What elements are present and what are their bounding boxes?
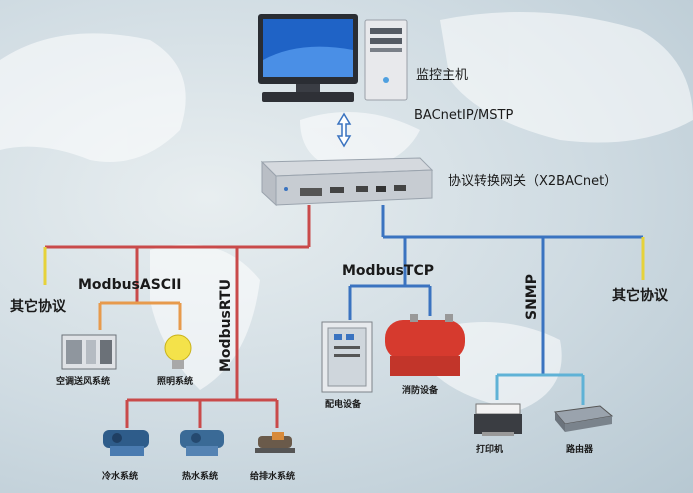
modbus-rtu-label: ModbusRTU xyxy=(218,279,234,372)
power-distribution-label: 配电设备 xyxy=(325,400,362,410)
water-pump-icon xyxy=(255,432,295,453)
lighting-label: 照明系统 xyxy=(157,377,194,387)
other-protocol-left-label: 其它协议 xyxy=(10,299,66,315)
hvac-label: 空调送风系统 xyxy=(56,377,111,387)
modbus-tcp-label: ModbusTCP xyxy=(342,263,434,279)
printer-label: 打印机 xyxy=(476,445,504,455)
host-label: 监控主机 xyxy=(416,68,469,83)
printer-icon xyxy=(474,403,522,436)
chiller-icon xyxy=(103,430,149,456)
router-label: 路由器 xyxy=(566,445,594,455)
heating-label: 热水系统 xyxy=(182,472,219,482)
water-supply-label: 给排水系统 xyxy=(250,472,296,482)
gateway-label: 协议转换网关（X2BACnet） xyxy=(448,174,618,189)
double-arrow-icon xyxy=(336,112,352,148)
chiller-label: 冷水系统 xyxy=(102,472,139,482)
other-protocol-right-label: 其它协议 xyxy=(612,288,668,304)
heating-icon xyxy=(180,430,224,456)
fire-equipment-label: 消防设备 xyxy=(402,386,439,396)
modbus-ascii-label: ModbusASCII xyxy=(78,277,182,293)
fire-tank-icon xyxy=(385,314,465,376)
hvac-unit-icon xyxy=(61,334,117,370)
router-icon xyxy=(554,405,614,432)
light-bulb-icon xyxy=(164,334,192,369)
power-cabinet-icon xyxy=(321,321,373,393)
host-protocol-label: BACnetIP/MSTP xyxy=(414,108,514,123)
snmp-label: SNMP xyxy=(524,274,540,320)
gateway-device-icon xyxy=(260,157,434,207)
computer-icon xyxy=(258,14,408,102)
